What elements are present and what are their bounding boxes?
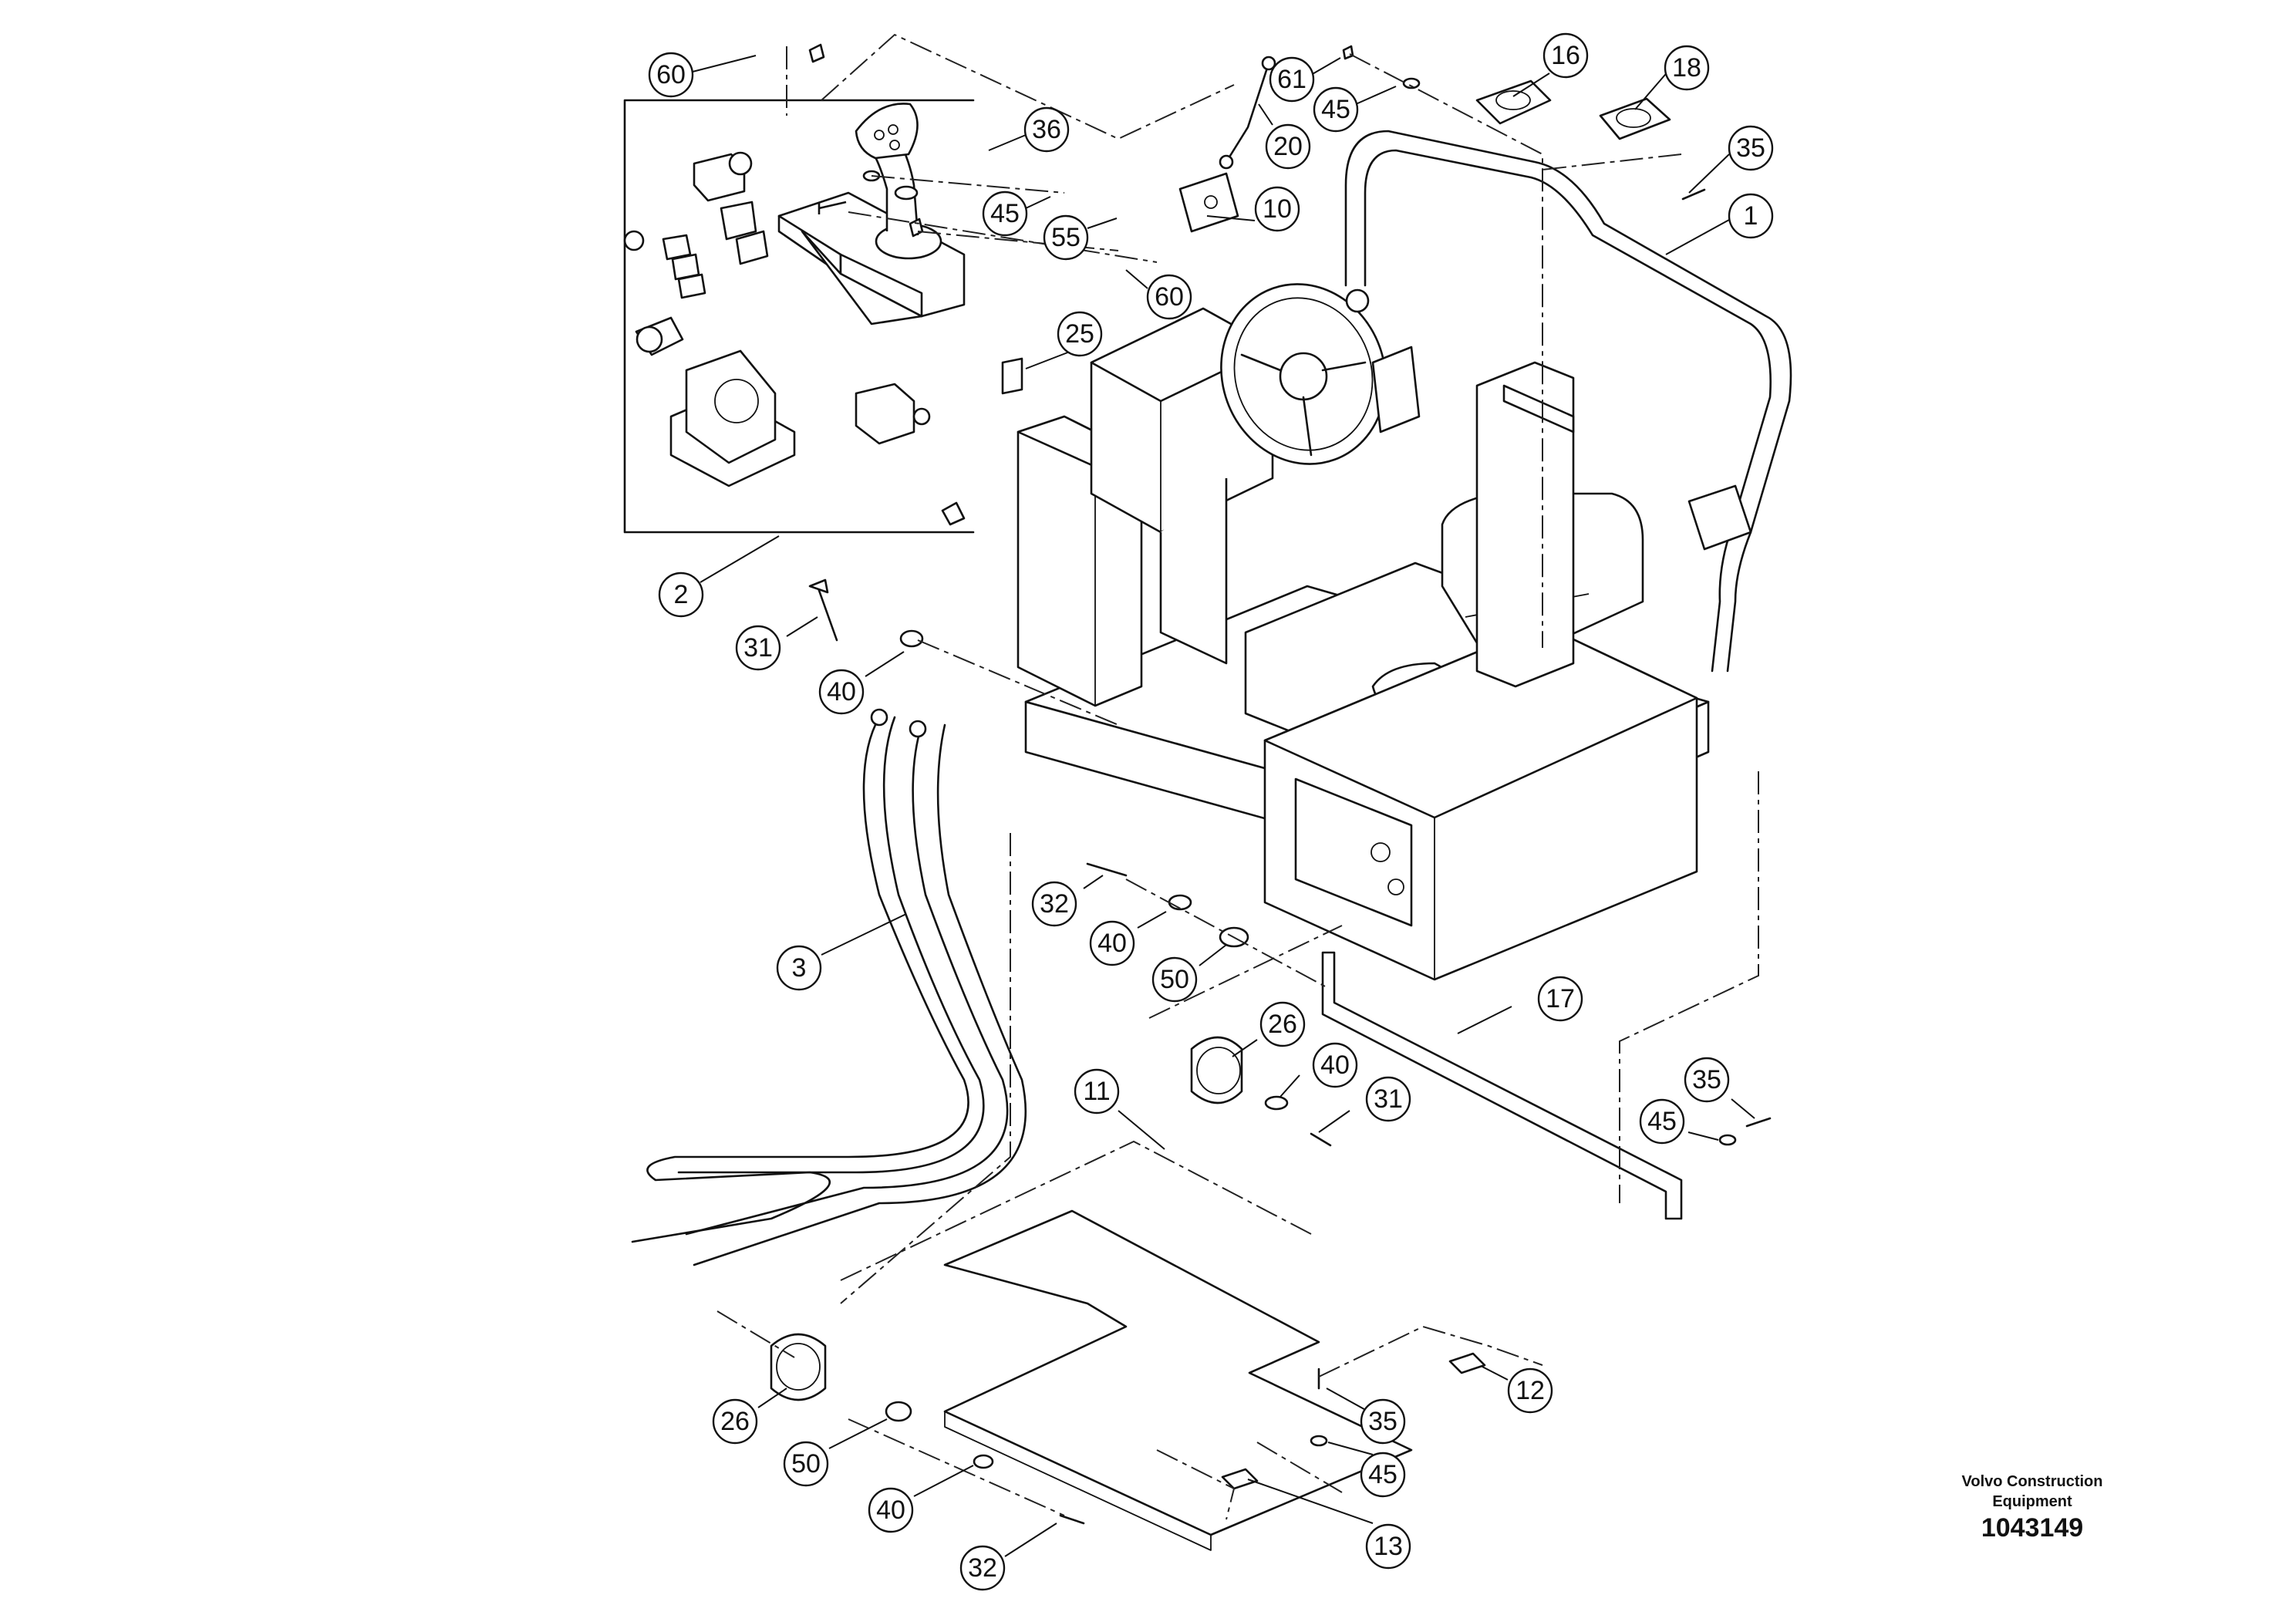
callout-label: 36 xyxy=(1032,115,1061,144)
callout-label: 26 xyxy=(720,1407,750,1436)
callout-13: 13 xyxy=(1365,1523,1411,1570)
callout-label: 35 xyxy=(1368,1407,1397,1436)
callout-label: 60 xyxy=(656,60,686,89)
callout-label: 40 xyxy=(827,677,856,706)
callout-label: 26 xyxy=(1268,1010,1297,1039)
callout-45: 45 xyxy=(982,191,1028,237)
callout-label: 35 xyxy=(1736,133,1765,163)
callout-label: 1 xyxy=(1744,201,1758,231)
callout-35: 35 xyxy=(1684,1057,1730,1103)
callout-label: 50 xyxy=(1160,965,1189,994)
controls-inset xyxy=(623,99,975,534)
callout-label: 32 xyxy=(1040,889,1069,919)
callout-20: 20 xyxy=(1265,123,1311,170)
callout-11: 11 xyxy=(1074,1068,1120,1114)
callout-50: 50 xyxy=(1151,956,1198,1003)
callout-label: 40 xyxy=(876,1496,905,1525)
callout-61: 61 xyxy=(1269,56,1315,103)
callout-45: 45 xyxy=(1360,1452,1406,1498)
callout-35: 35 xyxy=(1360,1398,1406,1445)
callout-label: 45 xyxy=(1321,95,1350,124)
callout-10: 10 xyxy=(1254,186,1300,232)
callout-label: 12 xyxy=(1515,1376,1545,1405)
callout-leaders xyxy=(692,55,1755,1557)
callout-50: 50 xyxy=(783,1441,829,1487)
callout-40: 40 xyxy=(868,1487,914,1533)
callout-label: 3 xyxy=(792,953,807,983)
callout-label: 45 xyxy=(990,199,1020,228)
callout-60: 60 xyxy=(1146,274,1192,320)
callout-40: 40 xyxy=(818,669,865,715)
operator-platform xyxy=(1017,130,1792,981)
callout-60: 60 xyxy=(648,52,694,98)
callout-label: 45 xyxy=(1368,1460,1397,1489)
callout-31: 31 xyxy=(1365,1076,1411,1122)
callout-label: 40 xyxy=(1320,1050,1350,1080)
callout-36: 36 xyxy=(1023,106,1070,153)
callout-label: 18 xyxy=(1672,53,1701,83)
callout-label: 31 xyxy=(743,633,773,663)
callout-45: 45 xyxy=(1313,86,1359,133)
publisher-line-1: Volvo Construction xyxy=(1961,1473,2103,1490)
callout-45: 45 xyxy=(1639,1098,1685,1145)
drawing-number: 1043149 xyxy=(1981,1513,2084,1543)
callout-label: 10 xyxy=(1263,194,1292,224)
callout-2: 2 xyxy=(658,572,704,618)
callout-32: 32 xyxy=(959,1545,1006,1591)
callout-label: 45 xyxy=(1647,1107,1677,1136)
callout-label: 55 xyxy=(1051,223,1081,252)
callout-18: 18 xyxy=(1664,45,1710,91)
callout-26: 26 xyxy=(1259,1001,1306,1047)
callout-12: 12 xyxy=(1507,1367,1553,1414)
callout-1: 1 xyxy=(1728,193,1774,239)
callout-label: 32 xyxy=(968,1553,997,1583)
callout-label: 17 xyxy=(1546,984,1575,1013)
callout-40: 40 xyxy=(1312,1042,1358,1088)
callout-3: 3 xyxy=(776,945,822,991)
callout-label: 20 xyxy=(1273,132,1303,161)
callout-17: 17 xyxy=(1537,976,1583,1022)
callout-label: 31 xyxy=(1374,1084,1403,1114)
callout-label: 40 xyxy=(1097,929,1127,958)
callout-label: 25 xyxy=(1065,319,1094,349)
callout-label: 13 xyxy=(1374,1532,1403,1561)
callout-35: 35 xyxy=(1728,125,1774,171)
callout-label: 11 xyxy=(1083,1077,1110,1106)
callout-label: 2 xyxy=(674,580,689,609)
callout-31: 31 xyxy=(735,625,781,671)
publisher-line-2: Equipment xyxy=(1992,1493,2072,1510)
callout-40: 40 xyxy=(1089,920,1135,966)
callout-label: 50 xyxy=(791,1449,821,1479)
callout-25: 25 xyxy=(1057,311,1103,357)
callout-label: 61 xyxy=(1277,65,1306,94)
callout-label: 35 xyxy=(1692,1065,1721,1094)
callout-label: 16 xyxy=(1551,41,1580,70)
callout-label: 60 xyxy=(1155,282,1184,312)
callout-16: 16 xyxy=(1542,32,1589,79)
callout-26: 26 xyxy=(712,1398,758,1445)
callout-55: 55 xyxy=(1043,214,1089,261)
publisher-label: Volvo Construction Equipment xyxy=(1928,1472,2136,1512)
callout-32: 32 xyxy=(1031,881,1077,927)
loose-parts xyxy=(631,43,1772,1551)
